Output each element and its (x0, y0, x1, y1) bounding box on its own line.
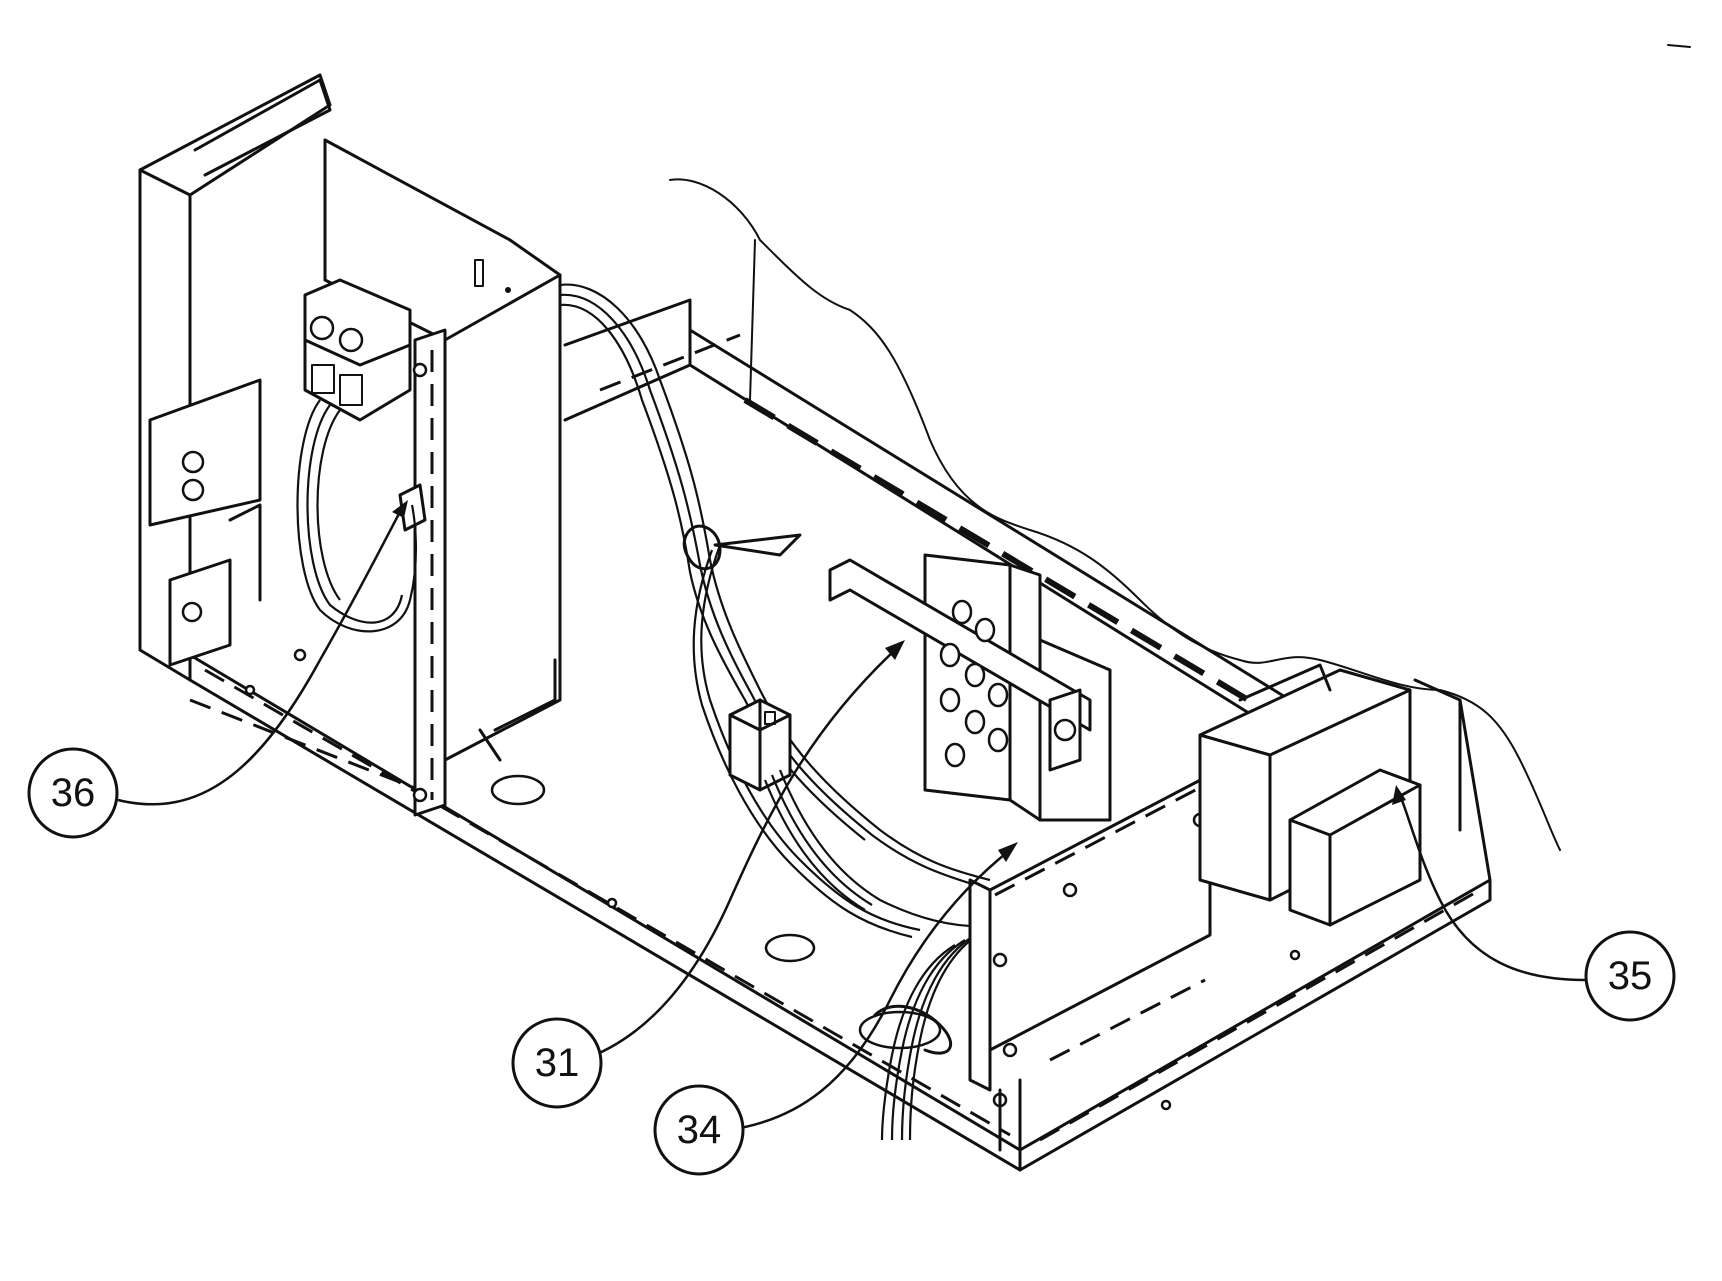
wire-harness (559, 283, 1001, 1141)
callout-36: 36 (27, 747, 119, 839)
callout-label-31: 31 (535, 1041, 580, 1085)
control-board-plate (968, 773, 1212, 1172)
leader-31 (581, 649, 896, 1062)
right-component (1198, 663, 1462, 927)
left-control-box (296, 138, 562, 817)
leader-35 (1398, 794, 1586, 982)
corner-mark (1667, 44, 1691, 48)
callout-label-35: 35 (1608, 954, 1653, 998)
arrowhead-36 (392, 500, 408, 518)
arrowhead-31 (885, 640, 905, 660)
leader-34 (727, 849, 1011, 1132)
callout-35: 35 (1584, 930, 1676, 1022)
center-bracket (828, 553, 1112, 822)
callout-label-36: 36 (51, 771, 96, 815)
arrowhead-35 (1392, 785, 1406, 805)
rear-panel (558, 178, 1561, 851)
callout-31: 31 (511, 1017, 603, 1109)
leader-lines (117, 500, 1586, 1132)
leader-36 (117, 507, 404, 806)
callout-label-34: 34 (677, 1108, 722, 1152)
arrowhead-34 (998, 842, 1018, 862)
callout-34: 34 (653, 1084, 745, 1176)
left-end-panel (138, 73, 421, 792)
